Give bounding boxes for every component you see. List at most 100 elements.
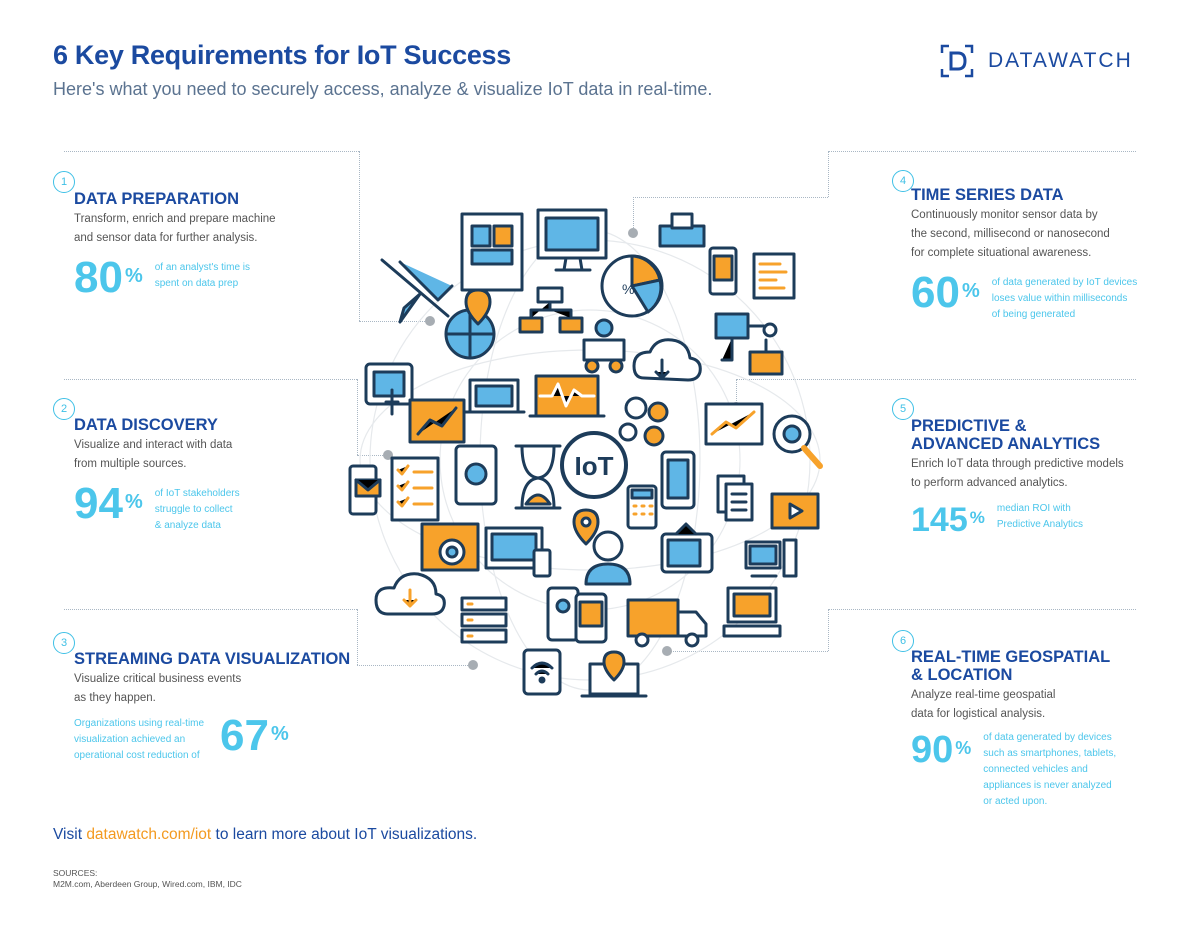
stat-value: 90% (911, 729, 972, 771)
calculator-icon (626, 484, 658, 530)
connector-line (736, 379, 1136, 380)
section-number: 2 (53, 398, 75, 420)
cloud-download-icon (374, 572, 446, 616)
location-pin-icon (572, 508, 600, 546)
connector-dot (628, 228, 638, 238)
monitor-icon (536, 208, 608, 272)
trend-monitor-icon (704, 402, 764, 446)
sources: SOURCES: M2M.com, Aberdeen Group, Wired.… (53, 868, 242, 890)
laptop-transfer-icon (462, 378, 526, 414)
section-title: TIME SERIES DATA (911, 186, 1064, 204)
computer-setup-icon (722, 586, 782, 638)
section-number: 4 (892, 170, 914, 192)
connector-line (736, 379, 737, 405)
section-number: 5 (892, 398, 914, 420)
connector-line (828, 151, 829, 197)
documents-icon (716, 474, 754, 522)
connector-line (357, 455, 387, 456)
mobile-apps-icon (546, 586, 608, 644)
pie-chart-icon: % (600, 254, 664, 318)
iot-center-icon: IoT (560, 431, 628, 499)
section-number: 1 (53, 171, 75, 193)
iot-center-label: IoT (575, 451, 614, 481)
connector-line (357, 665, 472, 666)
page-title: 6 Key Requirements for IoT Success (53, 40, 511, 70)
network-monitors-icon (714, 312, 784, 376)
footer-cta: Visit datawatch.com/iot to learn more ab… (53, 826, 478, 843)
connector-dot (468, 660, 478, 670)
section-title: STREAMING DATA VISUALIZATION (74, 650, 351, 668)
tablet-touch-icon (364, 362, 414, 416)
users-icon (584, 530, 632, 586)
page-subtitle: Here's what you need to securely access,… (53, 79, 713, 99)
datawatch-logo-icon (940, 44, 974, 78)
section-data-preparation: DATA PREPARATION Transform, enrich and p… (74, 190, 334, 300)
presenter-icon (582, 318, 626, 374)
cloud-sync-icon (632, 338, 702, 382)
connector-line (64, 151, 359, 152)
checklist-icon (390, 456, 440, 522)
datawatch-link[interactable]: datawatch.com/iot (86, 826, 212, 843)
connector-line (357, 609, 358, 665)
stat-value: 145% (911, 501, 985, 539)
typewriter-icon (658, 212, 706, 248)
section-geospatial-location: REAL-TIME GEOSPATIAL& LOCATION Analyze r… (911, 648, 1181, 810)
section-desc: Enrich IoT data through predictive model… (911, 458, 1124, 489)
cluster-graphic: IoT % (348, 208, 823, 698)
connector-line (359, 151, 360, 321)
hourglass-icon (514, 444, 562, 510)
section-title: DATA DISCOVERY (74, 416, 218, 434)
section-number: 6 (892, 630, 914, 652)
connector-line (359, 321, 429, 322)
at-sign-tablet-icon (454, 444, 498, 506)
tv-icon (660, 522, 714, 574)
connector-dot (383, 450, 393, 460)
server-icon (460, 596, 508, 644)
connector-line (828, 609, 829, 651)
gears-icon (618, 396, 669, 447)
mobile-mail-icon (348, 464, 382, 516)
connector-line (357, 379, 358, 455)
connector-dot (425, 316, 435, 326)
org-chart-icon (518, 286, 584, 334)
mobile-icon (708, 246, 738, 296)
connector-dot (662, 646, 672, 656)
delivery-truck-icon (626, 598, 708, 648)
devices-icon (484, 526, 552, 578)
video-player-icon (770, 492, 820, 530)
desktop-icon (744, 538, 798, 578)
section-time-series-data: TIME SERIES DATA Continuously monitor se… (911, 186, 1181, 323)
stat-value: 80% (74, 253, 143, 302)
section-title: PREDICTIVE &ADVANCED ANALYTICS (911, 417, 1101, 453)
stat-value: 60% (911, 268, 980, 317)
laptop-location-icon (580, 650, 648, 698)
magnifier-gear-icon (772, 414, 823, 469)
section-streaming-data-visualization: STREAMING DATA VISUALIZATION Visualize c… (74, 650, 354, 764)
settings-window-icon (420, 522, 480, 572)
connector-line (828, 151, 1136, 152)
section-predictive-analytics: PREDICTIVE &ADVANCED ANALYTICS Enrich Io… (911, 417, 1181, 539)
brand-logo: DATAWATCH (940, 44, 1133, 78)
blueprint-icon (460, 212, 524, 292)
section-title: REAL-TIME GEOSPATIAL& LOCATION (911, 648, 1111, 684)
laptop-wave-icon (528, 374, 606, 418)
connector-line (667, 651, 828, 652)
connector-line (633, 197, 828, 198)
chart-window-icon (408, 398, 466, 444)
connector-line (633, 197, 634, 232)
connector-line (64, 379, 357, 380)
